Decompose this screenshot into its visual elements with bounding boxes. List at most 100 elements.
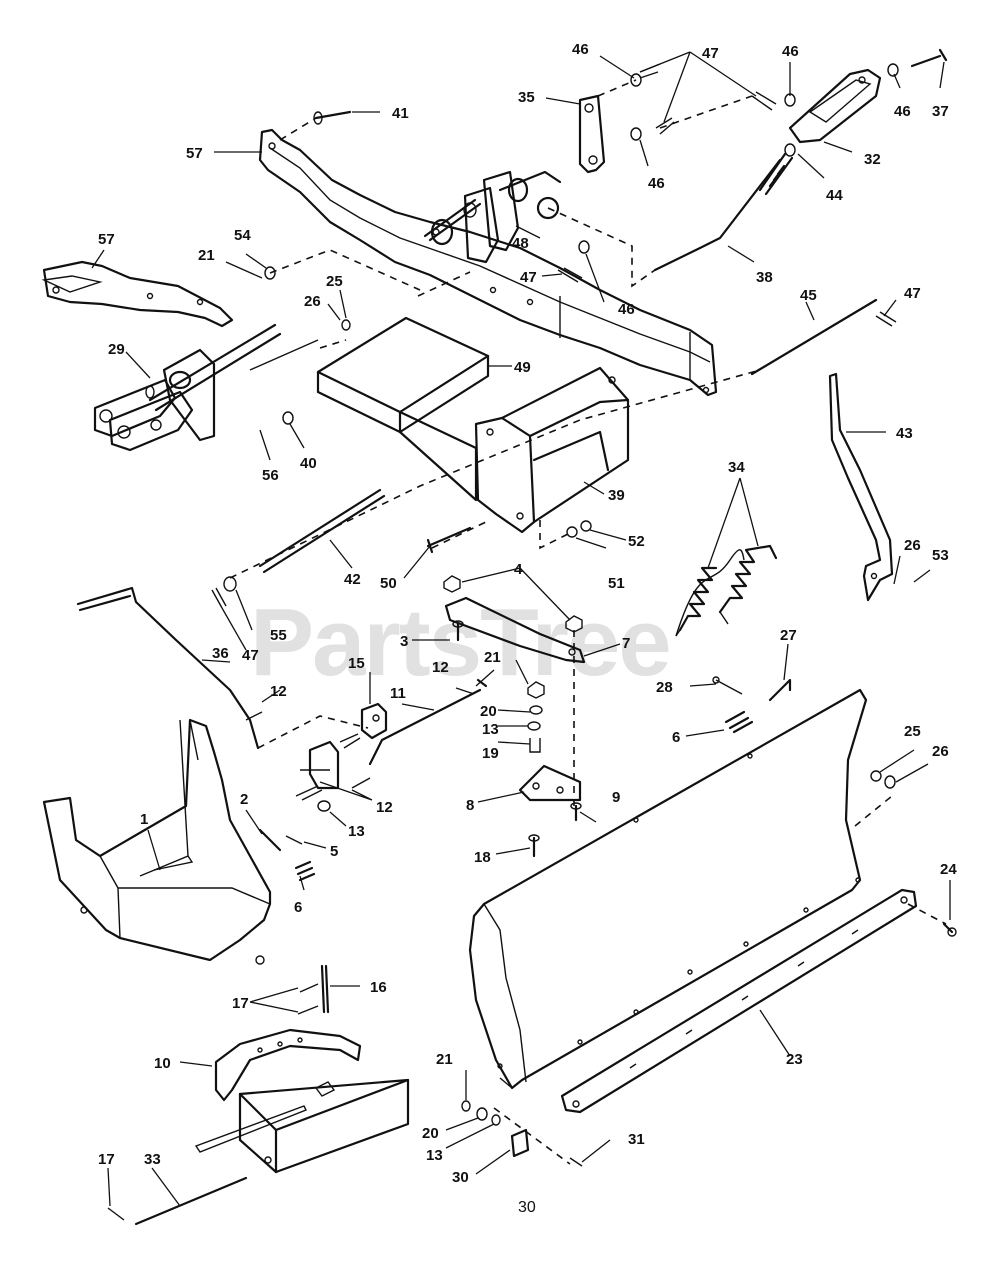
callout-label: 18 — [474, 849, 491, 866]
side-frame-bar — [41, 260, 234, 328]
hitch-adapter-bracket — [194, 1028, 410, 1174]
callout-label: 36 — [212, 645, 229, 662]
callout-label: 5 — [330, 843, 338, 860]
clevis-pin-small — [712, 676, 743, 695]
carriage-bolt — [452, 620, 464, 642]
callout-label: 16 — [370, 979, 387, 996]
callout-label: 57 — [186, 145, 203, 162]
callout-label: 23 — [786, 1051, 803, 1068]
hitch-pin — [313, 110, 352, 125]
spring-hook-rod — [768, 678, 792, 702]
callout-label: 46 — [894, 103, 911, 120]
blade-pivot-plate — [518, 764, 582, 802]
edge-bracket — [461, 1100, 583, 1167]
lock-rod — [107, 1176, 248, 1226]
callout-label: 26 — [932, 743, 949, 760]
callout-label: 19 — [482, 745, 499, 762]
callout-label: 47 — [702, 45, 719, 62]
plate-bolts — [528, 802, 582, 858]
callout-label: 7 — [622, 635, 630, 652]
callout-label: 51 — [608, 575, 625, 592]
callout-label: 2 — [240, 791, 248, 808]
callout-label: 52 — [628, 533, 645, 550]
callout-label: 33 — [144, 1151, 161, 1168]
callout-label: 28 — [656, 679, 673, 696]
main-frame-bar — [258, 128, 718, 397]
callout-label: 57 — [98, 231, 115, 248]
lift-lever — [828, 372, 894, 602]
callout-label: 13 — [426, 1147, 443, 1164]
small-hardware — [245, 681, 545, 812]
callout-label: 39 — [608, 487, 625, 504]
center-housing — [249, 316, 490, 434]
lift-rod — [750, 298, 878, 376]
lift-arm — [444, 596, 586, 664]
callout-label: 46 — [572, 41, 589, 58]
callout-label: 38 — [756, 269, 773, 286]
callout-label: 11 — [390, 685, 406, 702]
callout-label: 47 — [242, 647, 259, 664]
callout-label: 56 — [262, 467, 279, 484]
callout-label: 25 — [904, 723, 921, 740]
callout-label: 17 — [98, 1151, 115, 1168]
retaining-pin — [297, 964, 330, 1015]
callout-label: 43 — [896, 425, 913, 442]
latch-bracket — [295, 733, 371, 801]
lift-bracket — [788, 68, 882, 144]
spring-rod — [653, 143, 796, 272]
callout-label: 12 — [376, 799, 393, 816]
callout-label: 47 — [520, 269, 537, 286]
callout-label: 41 — [392, 105, 409, 122]
pivot-bracket-assembly — [93, 323, 282, 452]
callout-labels: 46 47 46 46 37 35 41 57 32 46 44 57 54 2… — [98, 41, 957, 1186]
callout-label: 9 — [612, 789, 620, 806]
callout-label: 13 — [348, 823, 365, 840]
callout-label: 30 — [452, 1169, 469, 1186]
moldboard-blade — [468, 688, 868, 1090]
callout-label: 34 — [728, 459, 745, 476]
callout-label: 32 — [864, 151, 881, 168]
callout-label: 46 — [618, 301, 635, 318]
link-plate — [578, 94, 606, 174]
callout-label: 50 — [380, 575, 397, 592]
callout-label: 47 — [904, 285, 921, 302]
callout-label: 35 — [518, 89, 535, 106]
callout-label: 29 — [108, 341, 125, 358]
cutting-edge — [560, 888, 918, 1114]
callout-label: 45 — [800, 287, 817, 304]
callout-label: 24 — [940, 861, 957, 878]
washers — [223, 63, 899, 592]
clevis-pin — [910, 48, 948, 68]
callout-label: 20 — [422, 1125, 439, 1142]
control-rod — [76, 586, 260, 750]
blade-mount-block — [474, 366, 630, 534]
callout-label: 4 — [514, 561, 523, 578]
callout-label: 25 — [326, 273, 343, 290]
callout-label: 54 — [234, 227, 251, 244]
handle-block — [360, 702, 388, 740]
callout-label: 12 — [432, 659, 449, 676]
callout-label: 17 — [232, 995, 249, 1012]
callout-label: 6 — [672, 729, 680, 746]
callout-label: 15 — [348, 655, 365, 672]
center-link-plate — [398, 410, 478, 502]
callout-label: 3 — [400, 633, 408, 650]
carriage-bolt-edge — [942, 922, 957, 937]
callout-label: 55 — [270, 627, 287, 644]
callout-label: 21 — [484, 649, 501, 666]
nut-washer-set — [566, 520, 592, 538]
latch-pins — [258, 828, 316, 882]
blade-nuts — [870, 770, 896, 789]
front-hitch-frame — [42, 718, 272, 965]
callout-label: 26 — [304, 293, 321, 310]
callout-label: 40 — [300, 455, 317, 472]
callout-label: 13 — [482, 721, 499, 738]
callout-label: 53 — [932, 547, 949, 564]
compression-spring — [724, 710, 754, 734]
pivot-rod — [258, 488, 386, 574]
callout-label: 6 — [294, 899, 302, 916]
callout-label: 21 — [436, 1051, 453, 1068]
center-pivot-bracket — [423, 170, 562, 264]
callout-label: 8 — [466, 797, 474, 814]
